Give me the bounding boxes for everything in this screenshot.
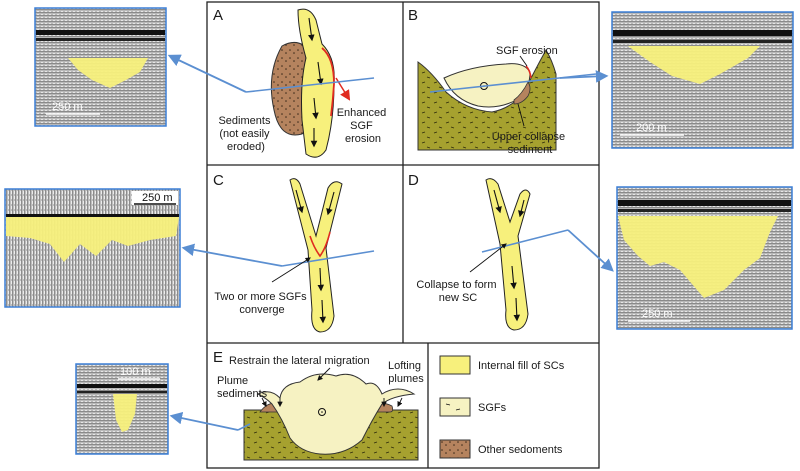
arrow-b-to-section	[559, 70, 609, 83]
panel-a: A Sediments (not easily eroded) Enhanced…	[213, 7, 390, 158]
seismic-section-top-right: 200 m	[611, 11, 794, 149]
flow-arrows-a	[308, 17, 324, 148]
flow-arrows-c	[295, 189, 335, 324]
collapse-sediment-b	[513, 81, 531, 105]
section-line-a	[245, 77, 375, 93]
panel-label-d: D	[408, 172, 419, 189]
sgf-channel-c	[289, 178, 343, 333]
section-line-e	[237, 423, 251, 431]
svg-text:Other sedoments: Other sedoments	[478, 444, 563, 456]
erosion-label-a: Enhanced SGF erosion	[337, 107, 390, 145]
scale-label-top-left: 250 m	[52, 101, 83, 113]
seismic-section-top-left: 250 m	[34, 7, 167, 127]
legend-item-internal-fill: Internal fill of SCs	[439, 355, 565, 375]
scale-label-top-right: 200 m	[636, 122, 667, 134]
collapse-label-b: Upper collapse sediment	[492, 131, 568, 156]
plume-label-e: Plume sediments	[217, 375, 268, 400]
olive-ground-b	[417, 49, 557, 151]
panel-e: E Restrain the lateral migration Plume s…	[213, 349, 424, 461]
scale-label-bottom-left: 100 m	[120, 366, 151, 378]
sediments-label-a: Sediments (not easily eroded)	[218, 115, 273, 153]
yellow-fill-swatch	[439, 355, 471, 375]
arrow-e-to-section	[169, 411, 239, 431]
legend-item-sgfs: SGFs	[439, 397, 507, 417]
enhanced-erosion-edge-a	[321, 47, 335, 117]
scale-label-middle-right: 250 m	[642, 308, 673, 320]
plume-arrows-e	[261, 367, 403, 408]
convergence-edge-c	[309, 231, 331, 258]
svg-text:SGFs: SGFs	[478, 402, 507, 414]
arrow-a-to-section	[167, 54, 247, 93]
channel-fill-bottom-left	[113, 394, 137, 432]
panel-label-a: A	[213, 7, 223, 24]
collapse-label-d: Collapse to form new SC	[416, 279, 499, 304]
brown-dotted-swatch	[439, 439, 471, 459]
sgf-dash-swatch	[439, 397, 471, 417]
panel-label-e: E	[213, 349, 223, 366]
channel-fill-middle-right	[618, 216, 778, 298]
panel-d: D Collapse to form new SC	[408, 172, 569, 331]
scale-label-middle-left: 250 m	[142, 192, 173, 204]
panel-c: C Two or more SGFs converge	[213, 172, 375, 333]
lofting-label-e: Lofting plumes	[388, 360, 424, 385]
panel-b: B SGF erosion Upper collapse sediment	[408, 7, 597, 156]
sgf-channel-a	[297, 8, 335, 158]
flow-arrows-d	[493, 189, 525, 322]
channel-fill-top-right	[628, 46, 760, 84]
flow-symbol-e	[318, 408, 326, 416]
channel-fill-top-left	[68, 58, 148, 88]
erosion-label-b: SGF erosion	[496, 45, 558, 57]
connector-arrows	[167, 54, 614, 431]
arrow-d-to-section	[567, 229, 614, 272]
seismic-section-middle-right: 250 m	[616, 186, 793, 330]
channel-fill-middle-left	[6, 217, 179, 262]
sgf-fill-e	[256, 373, 416, 455]
section-line-d	[481, 229, 569, 253]
arrow-c-to-section	[181, 243, 283, 267]
panel-label-b: B	[408, 7, 418, 24]
svg-text:Internal fill of SCs: Internal fill of SCs	[478, 360, 565, 372]
panel-grid	[206, 1, 600, 469]
panel-label-c: C	[213, 172, 224, 189]
legend: Internal fill of SCs SGFs Other sedoment…	[439, 355, 565, 459]
restrain-label-e: Restrain the lateral migration	[229, 355, 370, 367]
seismic-section-middle-left: 250 m	[4, 188, 181, 308]
converge-label-c: Two or more SGFs converge	[214, 291, 309, 316]
section-line-c	[281, 250, 375, 267]
seismic-section-bottom-left: 100 m	[75, 363, 169, 455]
legend-item-other-sediments: Other sedoments	[439, 439, 563, 459]
